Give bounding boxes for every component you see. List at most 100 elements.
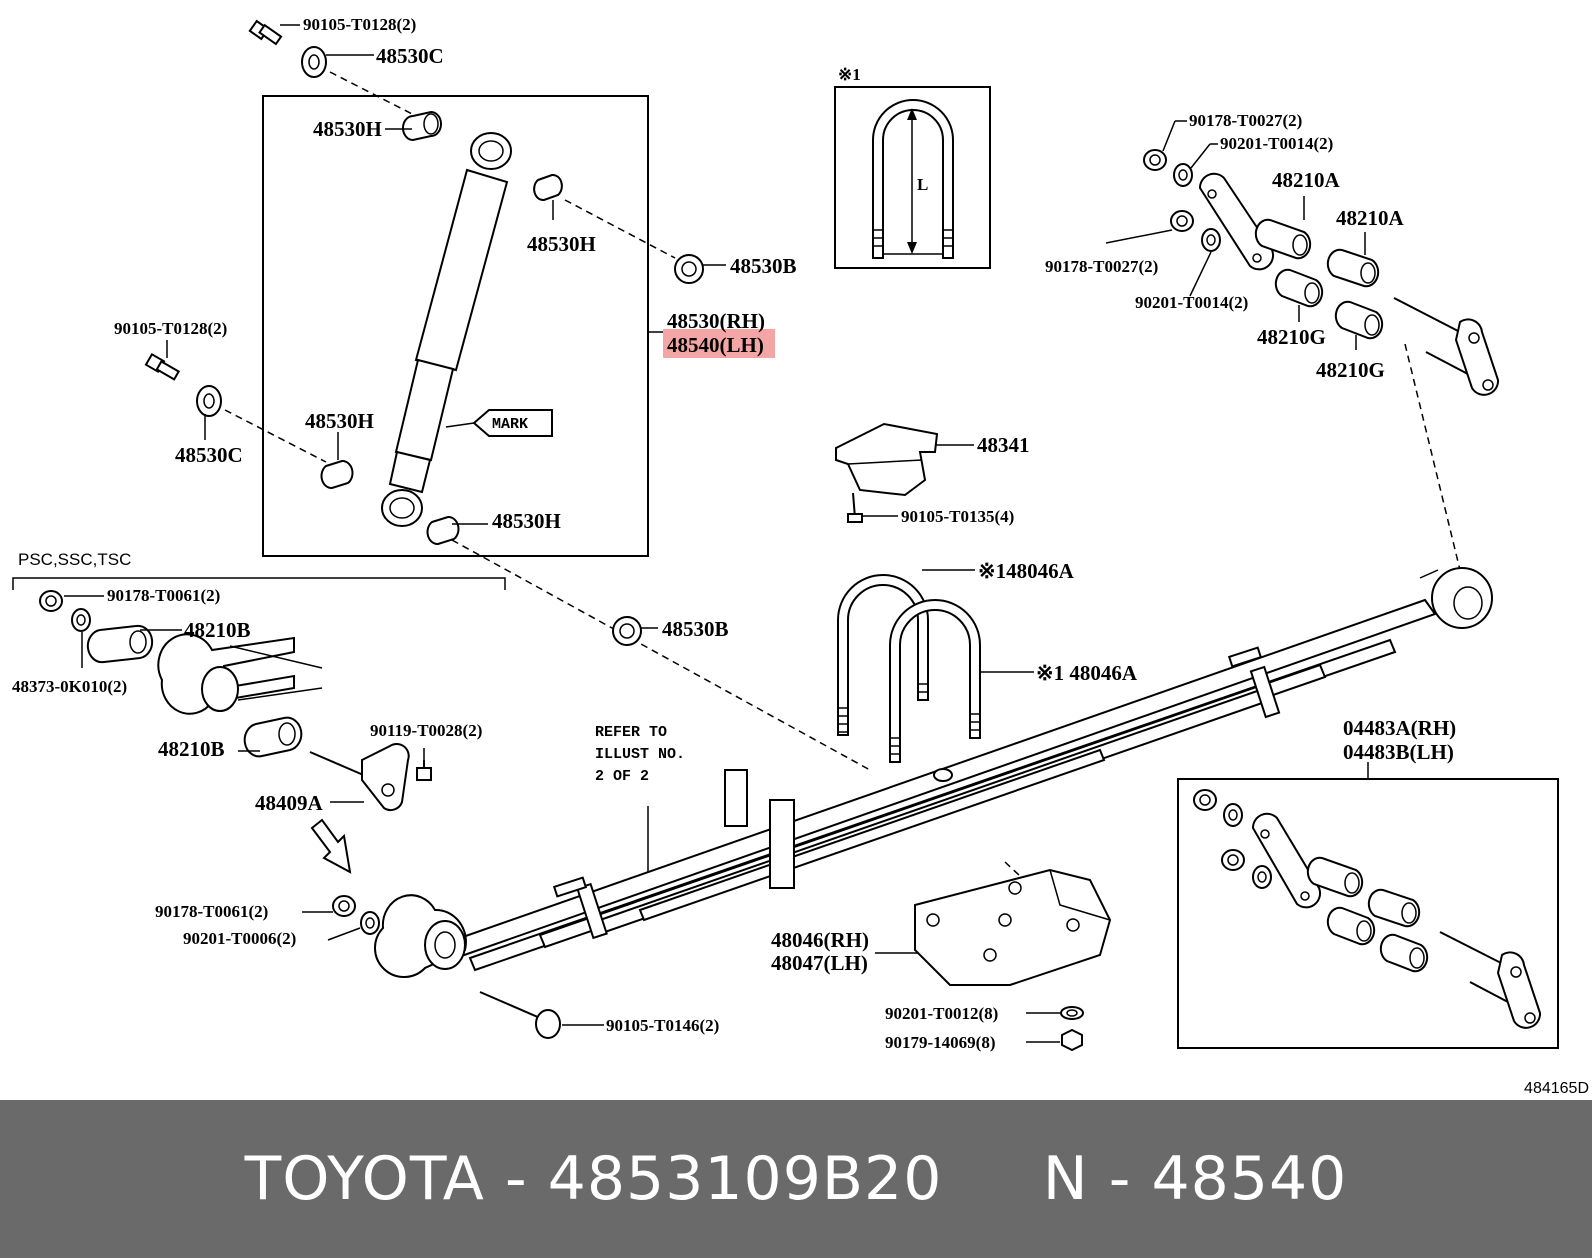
label-shackle-lh: 04483B(LH) [1343,740,1454,764]
parts-diagram: MARK ※1 L [12,15,1589,1097]
nut-icon [39,590,63,612]
washer-icon [71,608,91,632]
bushing-icon [1326,248,1380,288]
bolt-icon [416,760,432,781]
bushing-icon [1306,856,1364,898]
bushing-icon [1367,888,1421,928]
label-bush-210g-2: 48210G [1316,358,1385,382]
shackle-plate-icon [1251,812,1322,909]
bumper-icon [835,422,939,497]
label-ubolt-2: ※1 48046A [1036,661,1138,685]
shackle-icon [1439,931,1542,1029]
cushion-icon [674,254,704,284]
highlight-marker [663,329,775,358]
label-plate-48373: 48373-0K010(2) [12,677,127,696]
shock-absorber-group-box [262,95,649,557]
label-washer-t0012: 90201-T0012(8) [885,1004,998,1023]
caption-text: TOYOTA - 4853109B20 N - 48540 [245,1144,1348,1214]
spring-eye-icon [157,633,323,715]
ubolt-icon [889,599,981,763]
washer-icon [196,385,222,417]
label-bolt-t0028: 90119-T0028(2) [370,721,482,740]
label-bush-210b-2: 48210B [158,737,225,761]
caption-separator-2: - [1108,1144,1132,1214]
bushing-icon [1326,906,1376,946]
label-group: PSC,SSC,TSC [18,550,131,569]
refer-note-1: REFER TO [595,724,667,741]
spring-seat-icon [914,868,1112,986]
label-bush-h2: 48530H [527,232,596,256]
caption-separator: - [504,1144,528,1214]
label-bush-h3: 48530H [305,409,374,433]
washer-icon [1173,163,1193,187]
label-bumper: 48341 [977,433,1030,457]
label-bolt-top: 90105-T0128(2) [303,15,416,34]
caption-part-number: 4853109B20 [547,1144,943,1214]
shackle-pin-icon [309,743,410,811]
bushing-icon [402,110,442,142]
label-nut-14069: 90179-14069(8) [885,1033,995,1052]
label-shock-lh: 48540(LH) [667,333,764,357]
label-bolt-t0146: 90105-T0146(2) [606,1016,719,1035]
note-marker: ※1 [838,65,861,84]
nut-icon [1170,210,1194,232]
label-nut-t0061: 90178-T0061(2) [107,586,220,605]
nut-icon [1221,849,1245,871]
label-bush-210b-1: 48210B [184,618,251,642]
label-ubolt-1: ※148046A [978,559,1075,583]
washer-icon [360,911,380,935]
direction-arrow-icon [310,818,352,874]
mark-label: MARK [492,416,528,433]
nut-icon [1061,1028,1083,1052]
label-bush-h1: 48530H [313,117,382,141]
bushing-icon [1334,300,1384,340]
washer-icon [1223,803,1243,827]
washer-icon [301,46,327,78]
cushion-icon [612,616,642,646]
nut-icon [1193,789,1217,811]
label-pin-48409: 48409A [255,791,324,815]
nut-icon [1143,149,1167,171]
label-bush-210a-2: 48210A [1336,206,1405,230]
ubolt-detail-icon [872,99,954,259]
refer-note-2: ILLUST NO. [595,746,685,763]
bushing-icon [86,624,154,664]
label-washer-top: 48530C [376,44,444,68]
label-cushion-b2: 48530B [662,617,729,641]
label-seat-rh: 48046(RH) [771,928,869,952]
caption-bar: TOYOTA - 4853109B20 N - 48540 [0,1100,1592,1258]
label-bumper-bolt: 90105-T0135(4) [901,507,1014,526]
mark-callout: MARK [445,409,553,437]
ubolt-detail-box [834,86,991,269]
label-bush-210a-1: 48210A [1272,168,1341,192]
bolt-icon [248,19,283,46]
leaf-spring-icon [374,567,1493,978]
bushing-icon [320,460,354,489]
bushing-icon [1254,218,1312,260]
bolt-icon [479,991,561,1039]
bolt-icon [144,352,181,381]
washer-icon [1060,1006,1084,1020]
label-washer-t0006: 90201-T0006(2) [183,929,296,948]
shackle-icon [1393,297,1500,396]
dimension-label: L [917,175,928,194]
label-shock-rh: 48530(RH) [667,309,765,333]
bushing-icon [426,516,460,545]
label-bolt-left: 90105-T0128(2) [114,319,227,338]
bushing-icon [243,716,303,758]
caption-ref-prefix: N [1042,1144,1089,1214]
label-nut-t0061-b: 90178-T0061(2) [155,902,268,921]
caption-ref-number: 48540 [1151,1144,1348,1214]
label-washer-t0014-b: 90201-T0014(2) [1135,293,1248,312]
label-washer-left: 48530C [175,443,243,467]
bolt-icon [847,492,863,523]
label-nut-t0027-b: 90178-T0027(2) [1045,257,1158,276]
refer-note-3: 2 OF 2 [595,768,649,785]
label-bush-210g-1: 48210G [1257,325,1326,349]
label-cushion-b1: 48530B [730,254,797,278]
label-shackle-rh: 04483A(RH) [1343,716,1456,740]
label-washer-t0014-a: 90201-T0014(2) [1220,134,1333,153]
shock-absorber-icon [381,132,512,527]
washer-icon [1252,865,1272,889]
nut-icon [332,895,356,917]
